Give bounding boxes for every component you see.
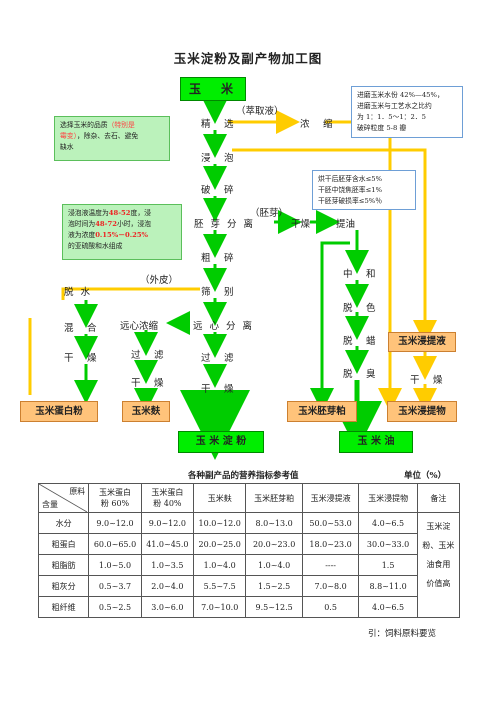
col-header: 玉米浸提液 <box>301 483 360 513</box>
col-header: 玉米浸提物 <box>358 483 418 513</box>
arrow-to-germ-meal <box>310 241 350 412</box>
corn-oil-box: 玉 米 油 <box>339 431 413 453</box>
step-dry-bran: 干 燥 <box>131 378 166 389</box>
step-dry-protein: 干 燥 <box>64 353 99 364</box>
col-header: 玉米麸 <box>193 483 247 513</box>
step-germ-separation: 胚 芽 分 离 <box>194 219 256 230</box>
label-outer-skin: （外皮） <box>140 275 179 286</box>
raw-corn-box: 玉 米 <box>180 77 246 101</box>
note-grinding: 进磨玉米水份 42%—45%， 进磨玉米与工艺水之比约 为 1：1．5～1：2．… <box>351 86 463 138</box>
table-corner-cell: 原料 含量 <box>37 483 90 513</box>
step-mix: 混 合 <box>64 323 99 334</box>
label-steep-liquid: （萃取液） <box>236 106 284 117</box>
flow-arrows <box>28 100 437 460</box>
germ-meal-box: 玉米胚芽粕 <box>287 401 357 422</box>
outer-skin-line <box>61 287 200 300</box>
step-extract-oil: 提油 <box>336 219 356 230</box>
step-filter2: 过 滤 <box>131 350 166 361</box>
steep-extract-box: 玉米浸提物 <box>387 401 457 422</box>
step-coarse-crush: 粗 碎 <box>201 253 236 264</box>
step-decolor: 脱 色 <box>343 303 378 314</box>
step-concentrate: 浓 缩 <box>300 119 335 130</box>
col-header: 玉米蛋白粉 40% <box>140 483 195 513</box>
step-sieve: 筛 别 <box>201 287 236 298</box>
corn-starch-box: 玉 米 淀 粉 <box>178 431 264 453</box>
bran-box: 玉米麸 <box>122 401 170 422</box>
step-dry-extract: 干 燥 <box>410 375 445 386</box>
step-crush: 破 碎 <box>201 185 236 196</box>
step-neutralize: 中 和 <box>343 269 378 280</box>
step-dry-starch: 干 燥 <box>201 384 236 395</box>
col-header: 玉米蛋白粉 60% <box>88 483 142 513</box>
steep-liquor-box: 玉米浸提液 <box>388 332 456 352</box>
step-filter: 过 滤 <box>201 353 236 364</box>
step-dry-germ: 干燥 <box>291 219 311 230</box>
protein-powder-box: 玉米蛋白粉 <box>20 401 98 422</box>
label-germ: （胚芽） <box>250 208 289 219</box>
arrow-to-steep-liquor <box>232 148 437 344</box>
step-centrifuge: 远 心 分 离 <box>193 321 255 332</box>
step-dewax: 脱 蜡 <box>343 336 378 347</box>
note-steep-conditions: 浸泡液温度为48-52度，浸 泡时间为48-72小时，浸泡 液为浓度0.15%－… <box>62 204 182 260</box>
nutrition-table: 原料 含量 玉米蛋白粉 60% 玉米蛋白粉 40% 玉米麸 玉米胚芽粕 玉米浸提… <box>37 483 461 618</box>
corner-diagonal <box>39 484 87 512</box>
note-germ-drying: 烘干后胚芽含水≤5% 干胚中饶焦胚率≤1% 干胚芽破损率≤5%％ <box>312 170 416 210</box>
step-select: 精 选 <box>201 119 236 130</box>
step-steep: 浸 泡 <box>201 153 236 164</box>
table-title: 各种副产品的营养指标参考值 <box>188 471 299 481</box>
step-deodorize: 脱 臭 <box>343 369 378 380</box>
source-citation: 引：饲料原料要览 <box>368 629 437 639</box>
remark-cell: 玉米淀粉、玉米油食用价值高 <box>416 512 461 618</box>
note-corn-quality: 选择玉米的品质（特别是 霉变），除杂、去石、避免 缺水 <box>54 116 170 161</box>
page-title: 玉米淀粉及副产物加工图 <box>173 51 323 66</box>
col-header: 玉米胚芽粕 <box>245 483 303 513</box>
table-unit: 单位（%） <box>404 471 447 481</box>
col-header: 备注 <box>416 483 461 513</box>
step-dewater: 脱 水 <box>64 287 93 298</box>
step-centrifugal-concentration: 远心浓缩 <box>120 321 159 332</box>
